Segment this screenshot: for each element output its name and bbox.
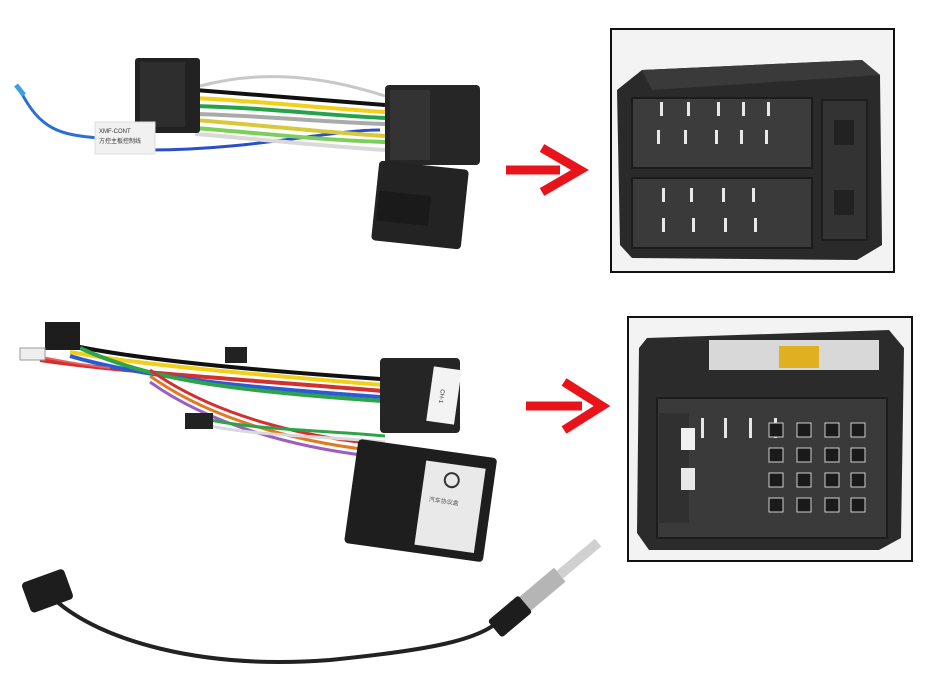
harness-tag-text: XMF-CONT (99, 129, 131, 135)
iso-harness-top: XMF-CONT 方控主板控制线 (14, 58, 480, 250)
quadlock-connector-closeup (627, 316, 913, 562)
connector-sticker-text: CH-1 (437, 389, 445, 404)
iso-connector-closeup (610, 28, 895, 273)
canbus-harness-bottom: CH-1 汽车协议盒 (19, 322, 602, 664)
arrow-right-icon (506, 144, 589, 196)
harness-tag-subtext: 方控主板控制线 (99, 137, 141, 145)
arrow-right-icon (526, 378, 610, 434)
